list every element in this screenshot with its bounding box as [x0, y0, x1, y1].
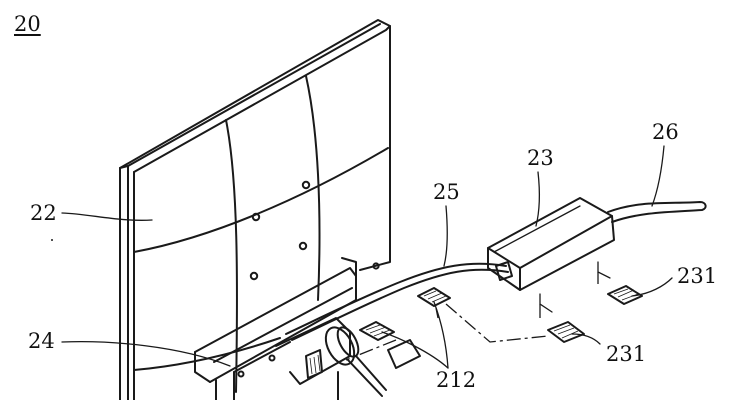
label-24-stand: 24	[28, 329, 55, 353]
foot-pad-231-right	[607, 285, 643, 305]
mount-hole	[298, 241, 308, 251]
label-26-cable: 26	[652, 120, 679, 144]
label-212-pads: 212	[436, 368, 477, 392]
leader-212-a	[433, 301, 449, 369]
pad-212-top	[417, 287, 451, 307]
label-22-monitor: 22	[30, 201, 57, 225]
leader-22	[61, 212, 153, 221]
label-25-cable: 25	[433, 180, 460, 204]
foot-pad-231-bottom	[547, 321, 585, 343]
cable-25	[285, 262, 509, 341]
leader-231-bottom	[571, 333, 601, 345]
mount-hole	[301, 180, 311, 190]
mount-hole	[372, 262, 380, 270]
assembly-line	[345, 339, 397, 361]
leader-24	[61, 341, 231, 367]
stand-screw	[237, 370, 245, 378]
mount-hole	[249, 271, 259, 281]
label-23-adapter: 23	[527, 146, 554, 170]
pad-212-left	[359, 321, 395, 341]
leader-26	[651, 145, 665, 207]
speck	[51, 239, 53, 241]
power-adapter	[487, 197, 615, 318]
label-231-bottom: 231	[606, 342, 647, 366]
leader-23	[535, 171, 540, 227]
leader-25	[443, 205, 448, 267]
figure-number: 20	[14, 12, 41, 36]
mount-hole	[251, 212, 261, 222]
cable-26	[607, 201, 707, 223]
assembly-line	[445, 303, 549, 343]
stand-arm	[194, 257, 357, 400]
leader-231-right	[631, 277, 673, 297]
leader-212-b	[381, 331, 449, 369]
hinge-cylinder	[275, 317, 421, 400]
label-231-right: 231	[677, 264, 718, 288]
stand-screw	[268, 354, 276, 362]
